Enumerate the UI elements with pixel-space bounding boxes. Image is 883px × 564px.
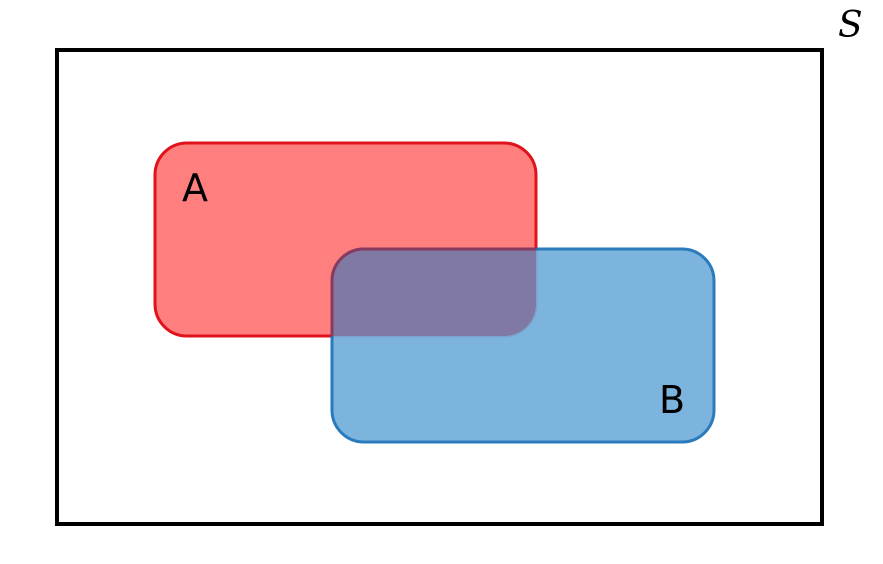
set-a-label: A: [182, 166, 208, 210]
sample-space-rectangle: [55, 48, 824, 526]
intersection-region: [330, 247, 536, 336]
sample-space-label: S: [838, 5, 863, 46]
set-b-label: B: [659, 378, 686, 422]
